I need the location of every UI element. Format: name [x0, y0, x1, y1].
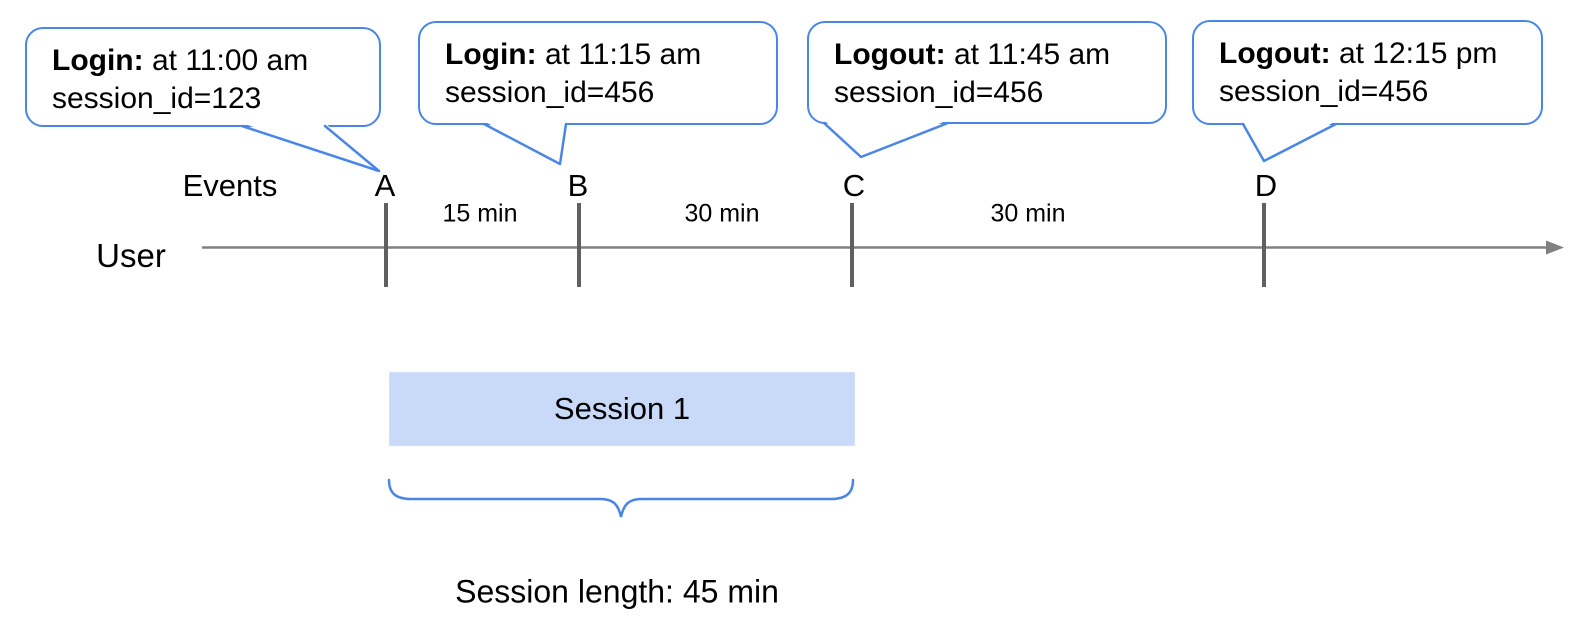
event-letter-d: D — [1254, 168, 1278, 203]
event-time: at 11:00 am — [151, 44, 309, 77]
event-session-id: session_id=456 — [445, 76, 655, 109]
event-session-id: session_id=456 — [834, 76, 1044, 109]
session-length-label: Session length: 45 min — [455, 573, 779, 610]
event-session-id: session_id=123 — [52, 82, 262, 115]
event-letter-b: B — [567, 168, 589, 203]
interval-label-bc: 30 min — [684, 199, 760, 228]
session-length-brace — [387, 478, 855, 518]
user-axis-label: User — [96, 237, 166, 274]
callout-d-tail-outline — [1241, 122, 1338, 163]
event-type: Login: — [445, 38, 537, 71]
timeline-arrowhead-icon — [1546, 240, 1564, 255]
event-type: Login: — [52, 44, 144, 77]
callout-logout-c: Logout: at 11:45 am session_id=456 — [807, 21, 1167, 124]
events-axis-label: Events — [182, 168, 278, 203]
event-letter-c: C — [842, 168, 866, 203]
event-type: Logout: — [1219, 37, 1331, 70]
event-time: at 11:45 am — [953, 38, 1111, 71]
callout-login-a: Login: at 11:00 am session_id=123 — [25, 27, 381, 127]
callout-d-tail — [1243, 121, 1336, 161]
event-type: Logout: — [834, 38, 946, 71]
callout-b-tail-outline — [482, 122, 568, 166]
callout-b-tail — [484, 121, 566, 164]
session-1-box: Session 1 — [389, 372, 855, 446]
callout-c-tail — [824, 120, 948, 157]
callout-login-b: Login: at 11:15 am session_id=456 — [418, 21, 778, 125]
interval-label-ab: 15 min — [442, 199, 518, 228]
event-letter-a: A — [374, 168, 396, 203]
event-session-id: session_id=456 — [1219, 75, 1429, 108]
event-time: at 11:15 am — [544, 38, 702, 71]
callout-c-tail-outline — [822, 121, 950, 159]
session-1-label: Session 1 — [553, 391, 691, 426]
callout-a-tail — [242, 123, 379, 171]
interval-label-cd: 30 min — [990, 199, 1066, 228]
callout-a-tail-outline — [240, 124, 381, 173]
event-time: at 12:15 pm — [1338, 37, 1498, 70]
callout-logout-d: Logout: at 12:15 pm session_id=456 — [1192, 20, 1543, 125]
